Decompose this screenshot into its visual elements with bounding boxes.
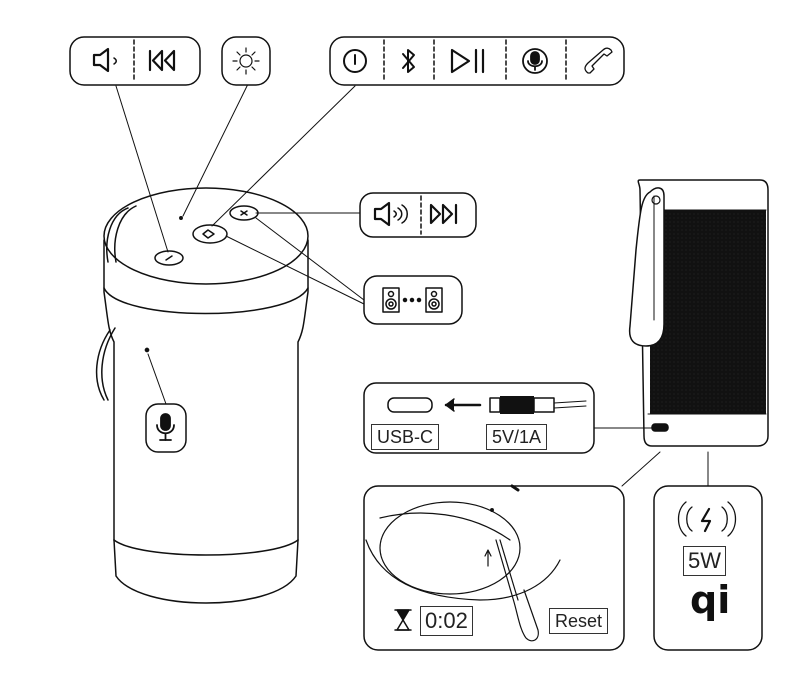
usb-c-port-slot (651, 423, 669, 432)
microphone-icon (522, 48, 548, 74)
usb-c-cable-icon (489, 396, 587, 414)
usb-c-port-icon (387, 397, 433, 413)
play-pause-icon (450, 48, 485, 74)
callout-light (221, 36, 271, 86)
next-track-icon (429, 203, 458, 225)
reset-label: Reset (549, 608, 609, 634)
microphone-icon (156, 413, 175, 441)
callout-body-mic (145, 403, 187, 453)
reset-duration-label: 0:02 (420, 606, 473, 636)
paperclip-icon (495, 539, 539, 642)
callout-stereo-pair (363, 275, 463, 325)
qi-logo: qi (690, 578, 731, 622)
stereo-pair-icon (382, 287, 443, 313)
previous-track-icon (148, 49, 176, 72)
phone-icon (584, 47, 613, 74)
speaker-right (628, 179, 769, 447)
wireless-power-label: 5W (683, 546, 726, 576)
callout-volume-up-next (359, 192, 477, 238)
light-icon (232, 47, 260, 75)
power-icon (343, 49, 367, 73)
callout-main-buttons (329, 36, 625, 86)
bluetooth-icon (402, 49, 415, 73)
hourglass-icon (394, 609, 412, 631)
arrow-left-icon (444, 398, 482, 412)
speaker-left (95, 187, 309, 604)
callout-reset (363, 451, 661, 651)
volume-up-icon (373, 201, 408, 227)
callout-lines (115, 83, 365, 405)
arrow-up-icon (484, 549, 492, 567)
volume-down-icon (92, 47, 117, 73)
callout-volume-down-previous (69, 36, 201, 86)
power-rating-label: 5V/1A (486, 424, 548, 450)
wireless-charging-icon (677, 501, 737, 537)
usb-c-label: USB-C (371, 424, 440, 450)
speaker-grille (650, 210, 766, 414)
